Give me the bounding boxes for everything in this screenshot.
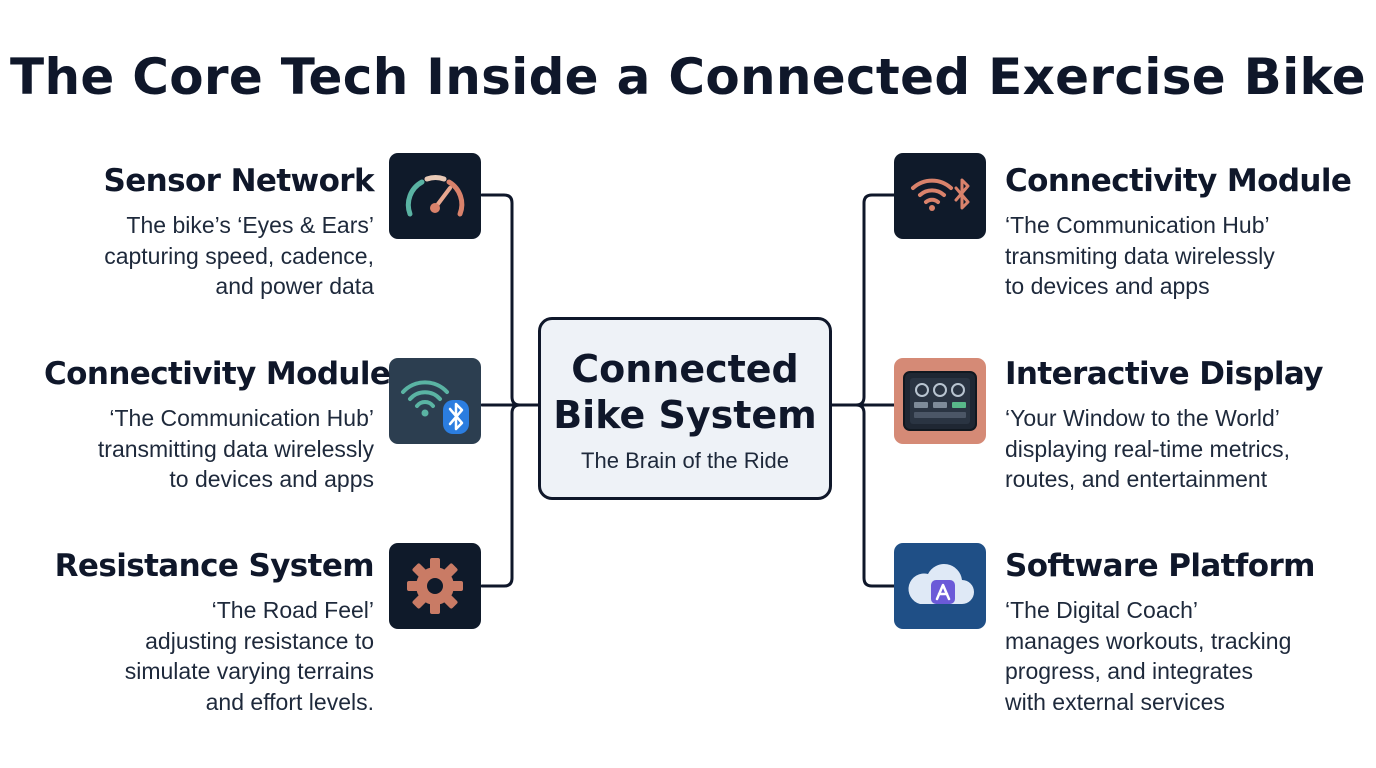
component-connectivity-module-left: Connectivity Module ‘The Communication H…	[44, 355, 391, 495]
component-title: Interactive Display	[1005, 356, 1324, 392]
component-desc-line: routes, and entertainment	[1005, 466, 1268, 492]
connector-right-bottom	[854, 403, 896, 588]
component-desc-line: capturing speed, cadence,	[104, 242, 374, 269]
cloud-app-icon	[908, 564, 974, 604]
component-desc-line: to devices and apps	[169, 466, 374, 492]
wifi-bluetooth-icon	[911, 178, 970, 211]
component-sensor-network: Sensor Network The bike’s ‘Eyes & Ears’ …	[44, 162, 375, 302]
component-title: Software Platform	[1005, 548, 1315, 584]
center-node: Connected Bike System The Brain of the R…	[538, 317, 832, 500]
component-desc-line: progress, and integrates	[1005, 658, 1254, 684]
connectivity-module-left-tile	[389, 358, 481, 444]
component-desc-line: manages workouts, tracking	[1005, 627, 1292, 654]
component-desc-line: and effort levels.	[205, 688, 374, 715]
software-platform-tile	[894, 543, 986, 629]
connector-left-bottom	[480, 403, 522, 588]
component-desc-line: and power data	[215, 273, 374, 299]
component-desc-line: ‘The Communication Hub’	[1005, 212, 1270, 238]
tablet-display-icon	[903, 371, 977, 431]
component-desc-line: The bike’s ‘Eyes & Ears’	[126, 212, 374, 238]
speedometer-icon	[405, 175, 465, 217]
component-desc-line: displaying real-time metrics,	[1005, 435, 1291, 462]
component-resistance-system: Resistance System ‘The Road Feel’ adjust…	[44, 547, 375, 717]
component-connectivity-module-right: Connectivity Module ‘The Communication H…	[1005, 162, 1352, 302]
component-interactive-display: Interactive Display ‘Your Window to the …	[1005, 355, 1335, 495]
connector-right-top	[830, 193, 896, 407]
component-desc-line: ‘The Road Feel’	[211, 597, 374, 623]
gear-icon	[407, 558, 463, 614]
component-desc-line: with external services	[1005, 688, 1225, 715]
component-desc-line: simulate varying terrains	[124, 658, 374, 684]
component-desc-line: ‘Your Window to the World’	[1005, 405, 1280, 431]
connector-left-top	[480, 193, 540, 407]
center-subtitle: The Brain of the Ride	[581, 448, 789, 473]
interactive-display-tile	[894, 358, 986, 444]
component-desc-line: ‘The Communication Hub’	[109, 405, 374, 431]
connectivity-module-right-tile	[894, 153, 986, 239]
component-title: Connectivity Module	[1005, 163, 1352, 199]
component-desc-line: ‘The Digital Coach’	[1005, 597, 1199, 623]
component-desc-line: adjusting resistance to	[145, 627, 374, 654]
component-title: Sensor Network	[103, 163, 375, 199]
component-title: Resistance System	[54, 548, 375, 584]
component-desc-line: to devices and apps	[1005, 273, 1210, 299]
center-title-line: Bike System	[553, 393, 817, 437]
center-title: Connected Bike System	[541, 346, 829, 438]
wifi-bluetooth-icon	[401, 380, 469, 434]
component-desc-line: transmitting data wirelessly	[97, 435, 374, 462]
component-title: Connectivity Module	[44, 356, 391, 392]
page-title: The Core Tech Inside a Connected Exercis…	[10, 48, 1366, 106]
component-software-platform: Software Platform ‘The Digital Coach’ ma…	[1005, 547, 1335, 717]
resistance-system-tile	[389, 543, 481, 629]
component-desc-line: transmiting data wirelessly	[1005, 242, 1275, 269]
sensor-network-tile	[389, 153, 481, 239]
center-title-line: Connected	[571, 347, 799, 391]
